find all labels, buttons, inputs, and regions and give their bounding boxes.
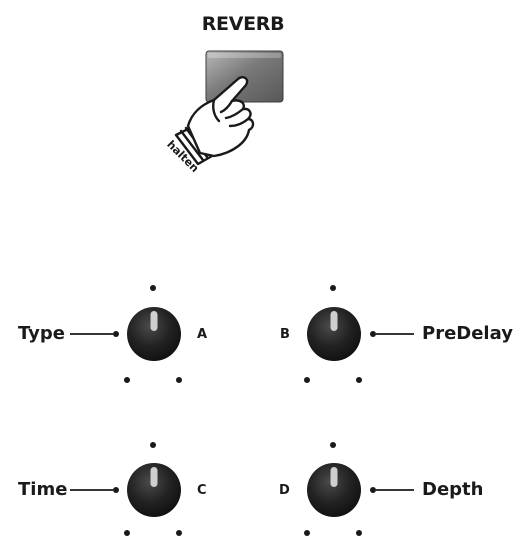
knob-a-dot-top: [150, 285, 156, 291]
knob-d[interactable]: [307, 463, 361, 517]
knob-b-group: [304, 285, 414, 383]
knob-d-param-label: Depth: [422, 479, 484, 500]
knob-b-dot-top: [330, 285, 336, 291]
knob-b-dot-bottom-right: [356, 377, 362, 383]
knob-b-letter: B: [280, 327, 290, 342]
knob-d-leader-dot: [370, 487, 376, 493]
knob-c-dot-bottom-right: [176, 530, 182, 536]
knob-a-dot-bottom-right: [176, 377, 182, 383]
knob-b[interactable]: [307, 307, 361, 361]
knob-c-dot-bottom-left: [124, 530, 130, 536]
knob-c-letter: C: [197, 483, 207, 498]
knob-b-dot-bottom-left: [304, 377, 310, 383]
knob-b-leader-dot: [370, 331, 376, 337]
knob-a-letter: A: [197, 327, 208, 342]
hand-pressing-icon: [174, 76, 255, 166]
knob-c-dot-top: [150, 442, 156, 448]
knob-b-param-label: PreDelay: [422, 323, 513, 344]
knob-d-dot-top: [330, 442, 336, 448]
knob-c-group: [70, 442, 182, 536]
knob-d-letter: D: [279, 483, 290, 498]
knob-a-group: [70, 285, 182, 383]
knob-d-dot-bottom-left: [304, 530, 310, 536]
knob-d-group: [304, 442, 414, 536]
knob-a[interactable]: [127, 307, 181, 361]
knob-c-param-label: Time: [18, 479, 68, 500]
knob-a-param-label: Type: [18, 323, 65, 344]
reverb-button-label: REVERB: [201, 13, 285, 35]
knob-d-dot-bottom-right: [356, 530, 362, 536]
knob-c-leader-dot: [113, 487, 119, 493]
knob-a-leader-dot: [113, 331, 119, 337]
knob-c[interactable]: [127, 463, 181, 517]
knob-a-dot-bottom-left: [124, 377, 130, 383]
